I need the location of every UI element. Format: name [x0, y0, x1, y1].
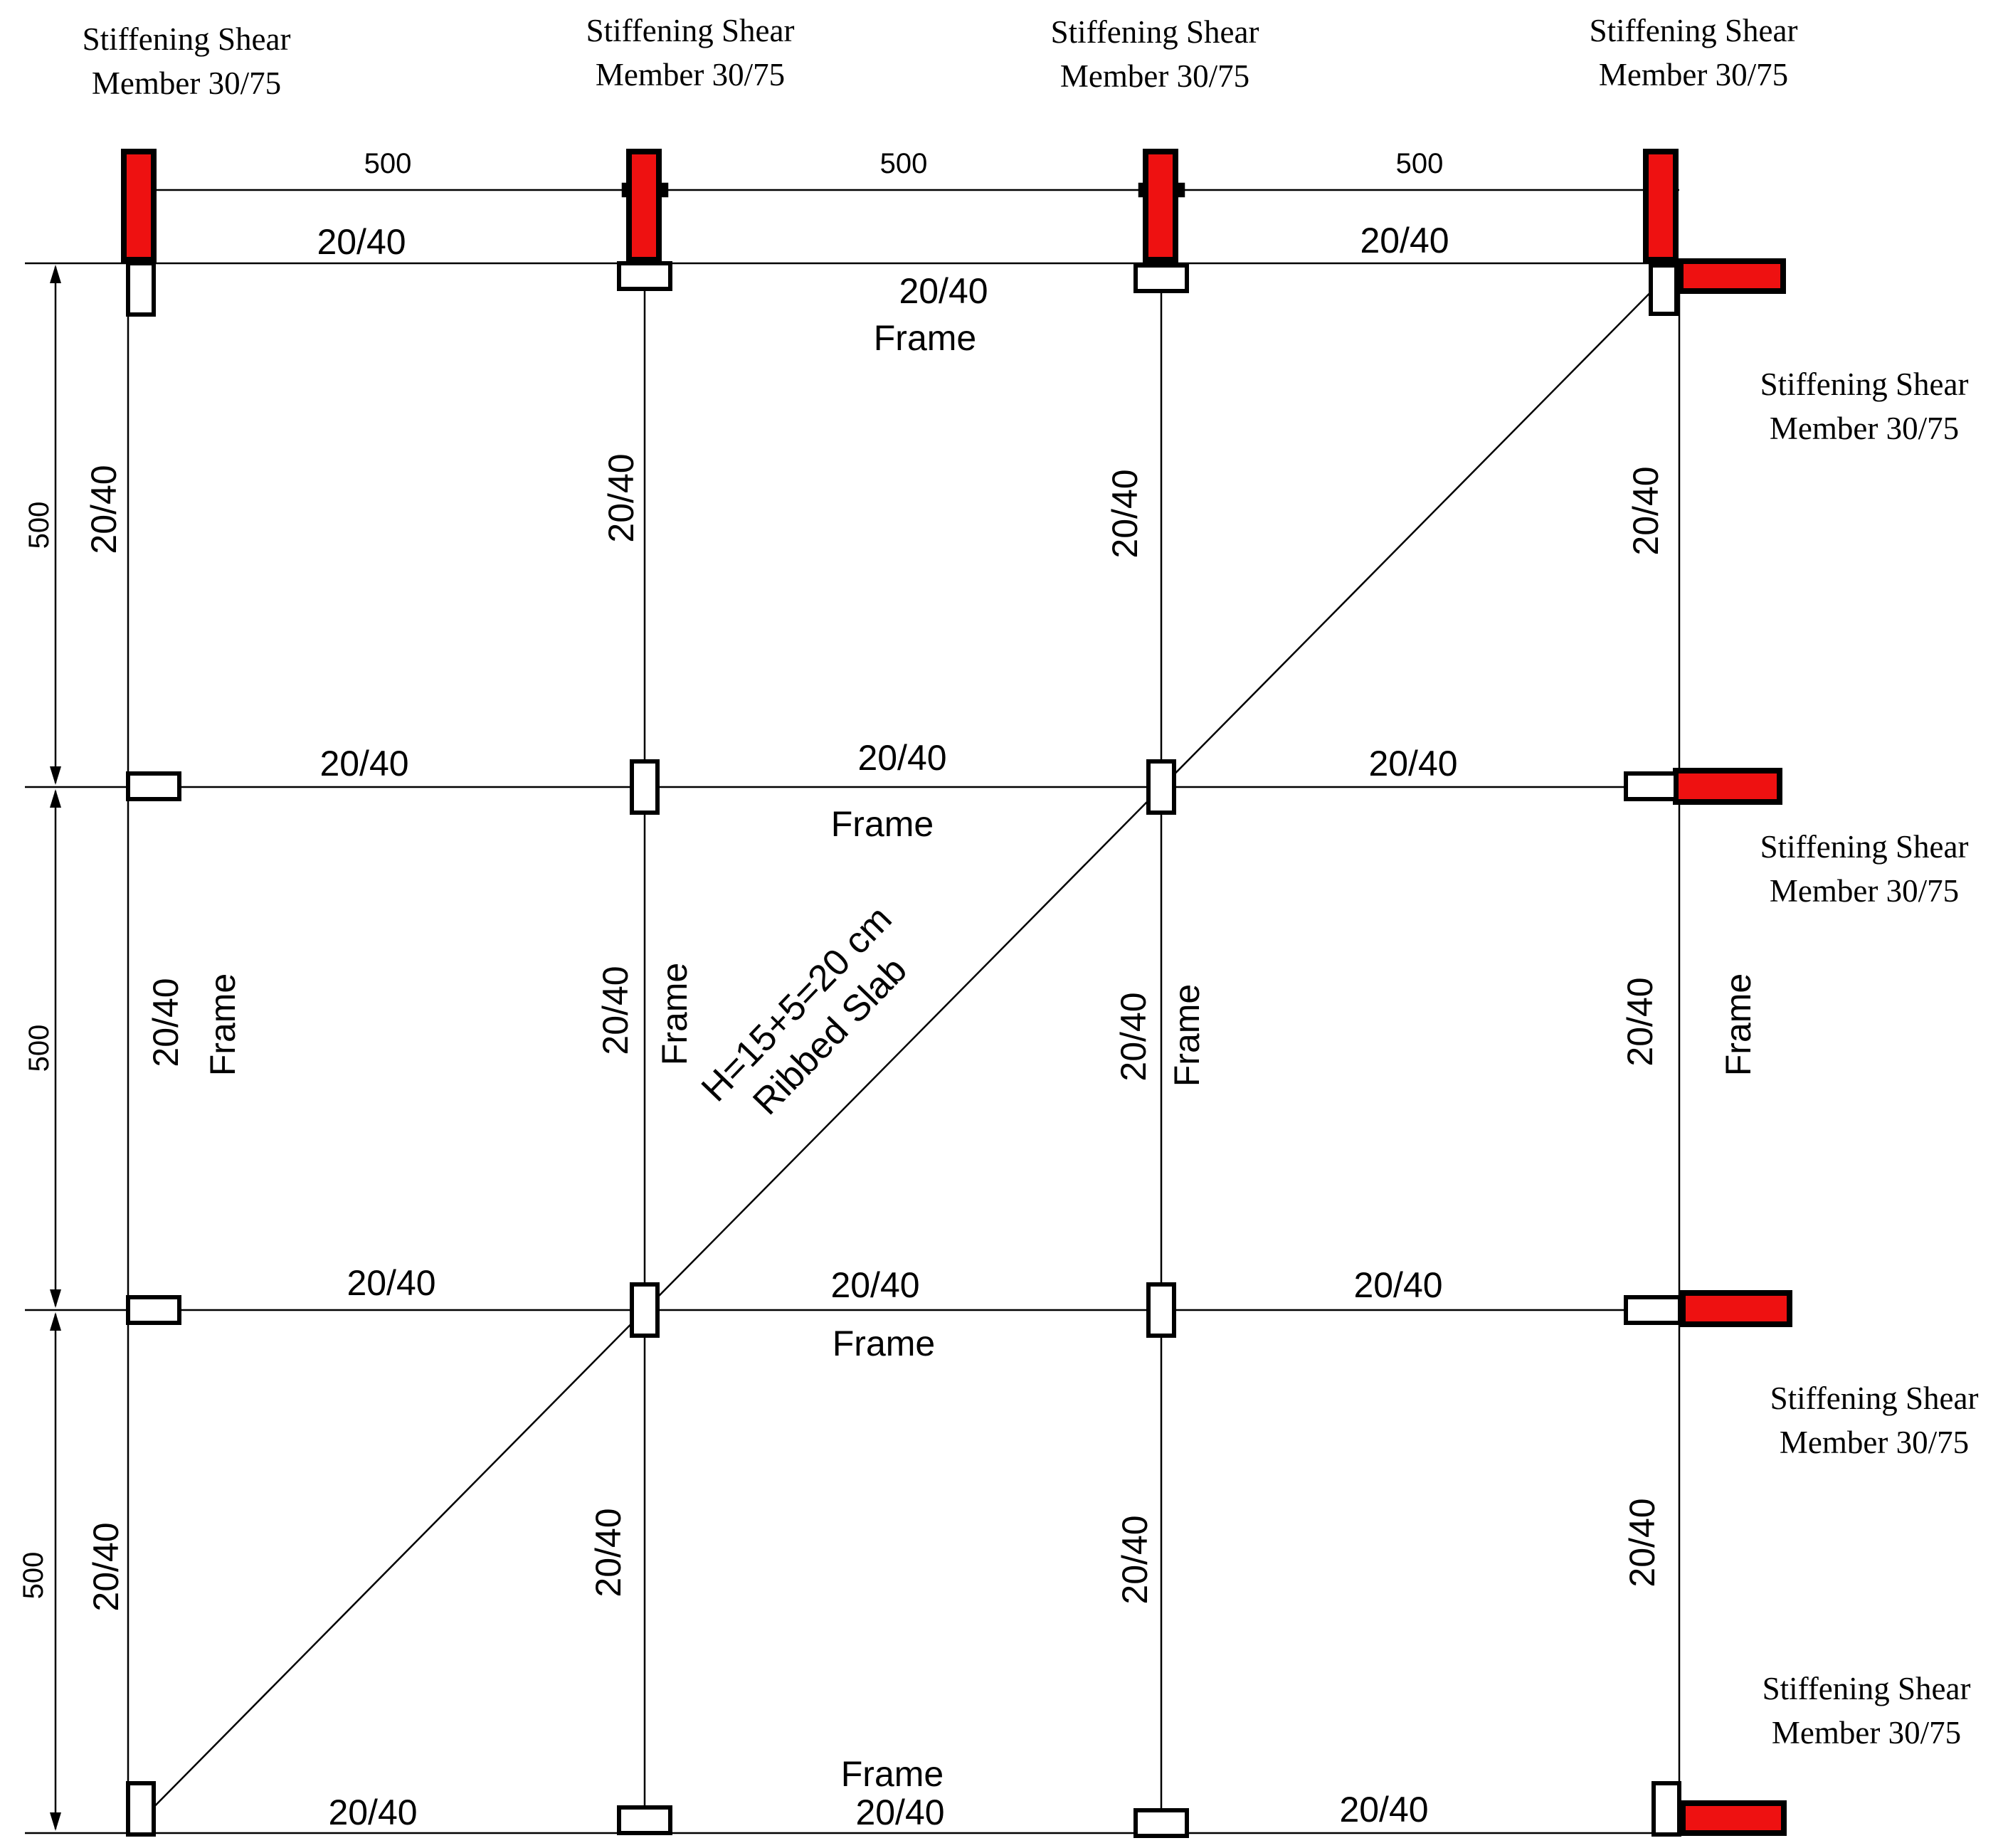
column-r3-c2 [630, 1282, 660, 1338]
shear-walls [121, 149, 1792, 1836]
shear-wall-right-4 [1680, 1800, 1787, 1836]
beam-label: 20/40 [146, 978, 186, 1067]
arrow-head [50, 789, 61, 808]
shear-label-top-2-line2: Member 30/75 [596, 57, 785, 93]
column-r4-c3 [1133, 1808, 1189, 1838]
column-r1-c4 [1649, 263, 1679, 316]
beam-label: 20/40 [1622, 1498, 1662, 1587]
column-r3-c1 [126, 1295, 181, 1325]
beam-label: 20/40 [319, 744, 408, 783]
columns [126, 261, 1682, 1838]
shear-label-right-4-line2: Member 30/75 [1772, 1715, 1961, 1751]
shear-label-top-1-line1: Stiffening Shear [83, 21, 291, 57]
column-r1-c1 [126, 261, 156, 317]
span-label-left-2: 500 [23, 1025, 55, 1072]
beam-label: 20/40 [596, 966, 635, 1055]
beam-label: 20/40 [328, 1792, 417, 1832]
frame-labels: Frame Frame Frame Frame Frame Frame Fram… [203, 318, 1758, 1794]
frame-label: Frame [203, 973, 243, 1076]
beam-label: 20/40 [855, 1792, 944, 1832]
beam-label: 20/40 [1114, 992, 1153, 1081]
column-r2-c1 [126, 771, 181, 801]
span-label-top-3: 500 [1396, 148, 1444, 179]
shear-wall-top-1 [121, 149, 157, 263]
shear-label-top-3-line2: Member 30/75 [1060, 58, 1249, 94]
shear-label-right-1-line1: Stiffening Shear [1760, 366, 1969, 402]
shear-wall-right-3 [1680, 1290, 1792, 1327]
column-r3-c3 [1146, 1282, 1176, 1338]
shear-label-right-3-line2: Member 30/75 [1780, 1425, 1969, 1460]
arrow-head [50, 1312, 61, 1331]
arrow-head [50, 766, 61, 785]
arrow-head [50, 1812, 61, 1831]
grid-lines [25, 262, 1681, 1834]
shear-wall-top-4 [1643, 149, 1679, 263]
arrow-head [50, 1289, 61, 1308]
beam-label: 20/40 [1353, 1265, 1442, 1305]
frame-label: Frame [1167, 984, 1207, 1087]
column-r4-c1 [126, 1781, 156, 1837]
beam-label: 20/40 [1339, 1790, 1428, 1829]
beam-label: 20/40 [347, 1263, 435, 1303]
span-labels: 500 500 500 500 500 500 [18, 148, 1443, 1599]
shear-wall-right-1 [1678, 258, 1786, 294]
beam-label: 20/40 [899, 271, 988, 311]
column-r4-c4 [1651, 1781, 1681, 1837]
beam-label: 20/40 [588, 1508, 628, 1597]
shear-label-top-3-line1: Stiffening Shear [1051, 14, 1259, 50]
beam-label: 20/40 [1105, 469, 1145, 558]
beam-labels: 20/40 20/40 20/40 20/40 20/40 20/40 20/4… [84, 221, 1666, 1832]
column-r2-c2 [630, 759, 660, 815]
beam-label: 20/40 [830, 1265, 919, 1305]
frame-label: Frame [874, 318, 976, 358]
top-dimension-tick [1177, 182, 1185, 198]
shear-label-top-1-line2: Member 30/75 [92, 65, 281, 101]
column-r2-c3 [1146, 759, 1176, 815]
column-r4-c2 [617, 1805, 672, 1835]
shear-label-right-2-line2: Member 30/75 [1770, 873, 1959, 909]
column-r1-c2 [617, 261, 672, 291]
frame-label: Frame [831, 804, 934, 844]
beam-label: 20/40 [84, 465, 124, 554]
shear-label-right-3-line1: Stiffening Shear [1770, 1380, 1979, 1416]
shear-label-top-4-line1: Stiffening Shear [1590, 13, 1798, 48]
beam-label: 20/40 [86, 1522, 126, 1611]
shear-label-right-1-line2: Member 30/75 [1770, 411, 1959, 446]
frame-label: Frame [1718, 973, 1758, 1076]
dimension-lines [50, 182, 1679, 1831]
beam-label: 20/40 [1626, 466, 1666, 555]
shear-label-top-2-line1: Stiffening Shear [586, 13, 795, 48]
arrow-head [50, 265, 61, 283]
span-label-top-2: 500 [880, 148, 928, 179]
shear-member-labels: Stiffening Shear Member 30/75 Stiffening… [83, 13, 1979, 1751]
beam-label: 20/40 [1360, 221, 1449, 260]
shear-label-right-4-line1: Stiffening Shear [1762, 1671, 1971, 1706]
shear-label-top-4-line2: Member 30/75 [1599, 57, 1788, 93]
column-r2-c4 [1624, 771, 1678, 801]
frame-label: Frame [655, 963, 694, 1065]
span-label-top-1: 500 [364, 148, 412, 179]
shear-label-right-2-line1: Stiffening Shear [1760, 829, 1969, 865]
shear-wall-right-2 [1673, 768, 1782, 805]
beam-label: 20/40 [1368, 744, 1457, 783]
shear-wall-top-2 [626, 149, 662, 263]
beam-label: 20/40 [857, 738, 946, 778]
beam-label: 20/40 [1115, 1515, 1155, 1604]
beam-label: 20/40 [317, 222, 406, 262]
beam-label: 20/40 [1620, 977, 1660, 1066]
span-label-left-1: 500 [23, 502, 55, 549]
column-r1-c3 [1133, 263, 1189, 293]
shear-wall-top-3 [1143, 149, 1178, 263]
span-label-left-3: 500 [18, 1552, 49, 1600]
top-dimension-tick [660, 182, 669, 198]
frame-label: Frame [841, 1754, 944, 1794]
column-r3-c4 [1624, 1295, 1682, 1325]
slab-label: H=15+5=20 cm Ribbed Slab [694, 898, 915, 1123]
diagonal-line [127, 263, 1680, 1834]
beam-label: 20/40 [601, 453, 641, 542]
frame-label: Frame [833, 1324, 935, 1363]
